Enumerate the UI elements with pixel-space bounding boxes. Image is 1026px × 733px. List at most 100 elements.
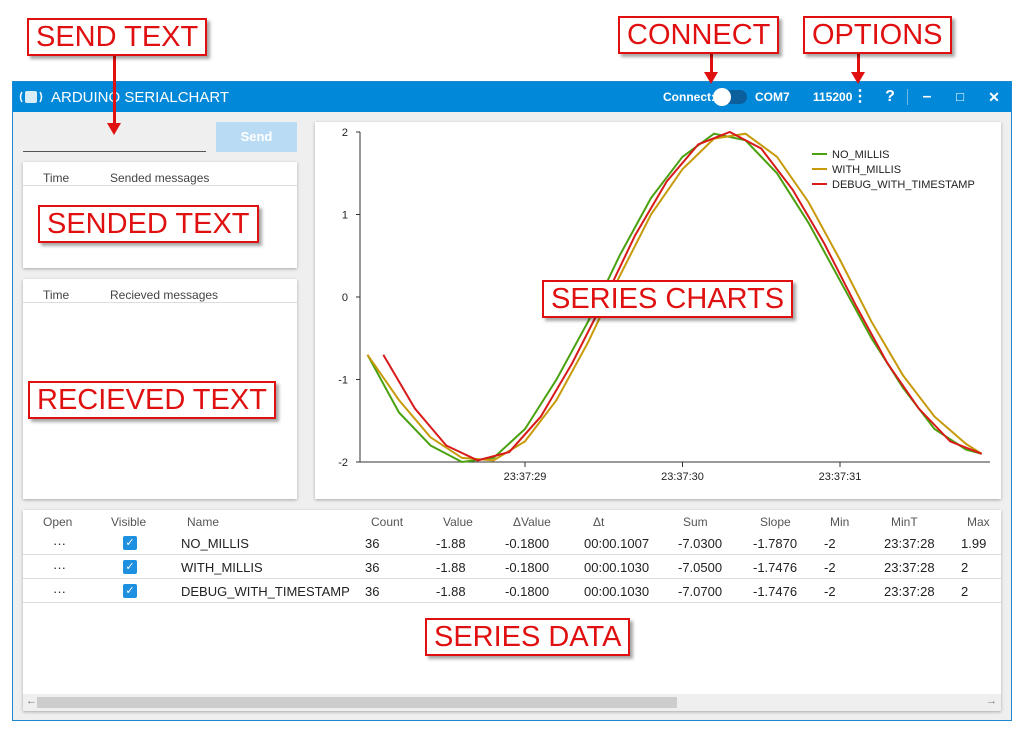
legend-label: DEBUG_WITH_TIMESTAMP <box>832 179 975 191</box>
title-bar: ARDUINO SERIALCHART Connect: COM7 115200… <box>13 82 1011 112</box>
visible-checkbox[interactable]: ✓ <box>123 560 137 574</box>
y-tick-label: 2 <box>342 127 348 139</box>
visible-checkbox[interactable]: ✓ <box>123 584 137 598</box>
y-tick-label: 1 <box>342 210 348 222</box>
row-count: 36 <box>365 536 380 551</box>
row-open-button[interactable]: ··· <box>53 560 66 575</box>
col-header-sum[interactable]: Sum <box>683 515 708 529</box>
row-sum: -7.0500 <box>678 560 723 575</box>
row-count: 36 <box>365 584 380 599</box>
y-tick-label: -1 <box>338 375 348 387</box>
legend-label: NO_MILLIS <box>832 149 889 161</box>
sended-messages-panel: Time Sended messages SENDED TEXT <box>23 162 297 268</box>
baud-rate[interactable]: 115200 <box>813 90 853 104</box>
row-dt: 00:00.1030 <box>584 560 650 575</box>
table-row[interactable]: ✓ ··· WITH_MILLIS 36 -1.88 -0.1800 00:00.1030 -… <box>23 555 1001 579</box>
row-sum: -7.0300 <box>678 536 723 551</box>
col-header-mint[interactable]: MinT <box>891 515 918 529</box>
send-text-input[interactable] <box>23 124 206 152</box>
col-header-visible[interactable]: Visible <box>111 515 147 529</box>
row-slope: -1.7476 <box>753 560 798 575</box>
maximize-icon[interactable]: □ <box>956 89 964 104</box>
sended-messages-header: Time Sended messages <box>23 162 297 186</box>
com-port[interactable]: COM7 <box>755 90 790 104</box>
received-messages-panel: Time Recieved messages RECIEVED TEXT <box>23 279 297 499</box>
y-tick-label: -2 <box>338 457 348 469</box>
options-menu-icon[interactable]: ⋮ <box>852 88 868 105</box>
row-value: -1.88 <box>436 536 466 551</box>
received-col-messages: Recieved messages <box>110 288 219 302</box>
row-name: DEBUG_WITH_TIMESTAMP <box>181 584 350 599</box>
connect-toggle[interactable] <box>713 88 747 106</box>
table-row[interactable]: ✓ ··· DEBUG_WITH_TIMESTAMP 36 -1.88 -0.1800 00… <box>23 579 1001 603</box>
send-button[interactable]: Send <box>216 122 297 152</box>
col-header-open[interactable]: Open <box>43 515 73 529</box>
callout-recieved-text: RECIEVED TEXT <box>28 381 276 419</box>
row-mint: 23:37:28 <box>884 560 935 575</box>
row-dt: 00:00.1007 <box>584 536 650 551</box>
row-open-button[interactable]: ··· <box>53 536 66 551</box>
callout-connect: CONNECT <box>618 16 780 54</box>
x-tick-label: 23:37:30 <box>661 471 704 483</box>
serial-chart-app-icon <box>19 91 43 103</box>
row-sum: -7.0700 <box>678 584 723 599</box>
titlebar-divider <box>907 89 908 105</box>
row-dvalue: -0.1800 <box>505 536 550 551</box>
series-line-chart: 2 1 0 -1 -2 23:37:29 23:37:30 23:37:31 NO_MILLIS… <box>338 127 990 483</box>
callout-arrow-options <box>851 52 865 84</box>
received-messages-header: Time Recieved messages <box>23 279 297 303</box>
row-value: -1.88 <box>436 560 466 575</box>
row-name: NO_MILLIS <box>181 536 249 551</box>
row-min: -2 <box>824 536 836 551</box>
app-title: ARDUINO SERIALCHART <box>51 89 230 106</box>
scrollbar-thumb[interactable] <box>37 697 677 708</box>
close-icon[interactable]: ✕ <box>988 89 1000 105</box>
row-slope: -1.7476 <box>753 584 798 599</box>
col-header-name[interactable]: Name <box>187 515 220 529</box>
col-header-min[interactable]: Min <box>830 515 850 529</box>
connect-label: Connect: <box>663 90 715 104</box>
scroll-right-icon[interactable]: → <box>986 695 997 707</box>
row-name: WITH_MILLIS <box>181 560 263 575</box>
row-slope: -1.7870 <box>753 536 798 551</box>
table-row[interactable]: ✓ ··· NO_MILLIS 36 -1.88 -0.1800 00:00.1007 -7.… <box>23 531 1001 555</box>
help-icon[interactable]: ? <box>885 88 895 105</box>
row-dvalue: -0.1800 <box>505 584 550 599</box>
callout-sended-text: SENDED TEXT <box>38 205 259 243</box>
col-header-dt[interactable]: Δt <box>593 515 605 529</box>
toggle-knob <box>713 88 731 106</box>
row-max: 2 <box>961 560 969 575</box>
col-header-slope[interactable]: Slope <box>760 515 791 529</box>
row-max: 1.99 <box>961 536 987 551</box>
callout-options: OPTIONS <box>803 16 952 54</box>
row-mint: 23:37:28 <box>884 536 935 551</box>
col-header-value[interactable]: Value <box>443 515 473 529</box>
callout-send-text: SEND TEXT <box>27 18 208 56</box>
received-col-time: Time <box>43 288 70 302</box>
y-tick-label: 0 <box>342 292 348 304</box>
row-value: -1.88 <box>436 584 466 599</box>
row-open-button[interactable]: ··· <box>53 584 66 599</box>
row-dvalue: -0.1800 <box>505 560 550 575</box>
row-count: 36 <box>365 560 380 575</box>
row-dt: 00:00.1030 <box>584 584 650 599</box>
x-tick-label: 23:37:31 <box>819 471 862 483</box>
callout-arrow-connect <box>704 52 718 84</box>
row-mint: 23:37:28 <box>884 584 935 599</box>
series-line-debug-with-timestamp <box>382 130 983 462</box>
series-data-table: Open Visible Name Count Value ΔValue Δt … <box>23 510 1001 711</box>
row-min: -2 <box>824 560 836 575</box>
visible-checkbox[interactable]: ✓ <box>123 536 137 550</box>
col-header-count[interactable]: Count <box>371 515 404 529</box>
x-tick-label: 23:37:29 <box>504 471 547 483</box>
scroll-left-icon[interactable]: ← <box>26 695 37 707</box>
col-header-dvalue[interactable]: ΔValue <box>513 515 551 529</box>
callout-series-data: SERIES DATA <box>425 618 631 656</box>
row-max: 2 <box>961 584 969 599</box>
callout-arrow-send <box>107 55 121 135</box>
legend-label: WITH_MILLIS <box>832 164 901 176</box>
horizontal-scrollbar[interactable]: ← → <box>23 694 1001 711</box>
minimize-icon[interactable]: – <box>922 88 932 105</box>
series-chart-panel: 2 1 0 -1 -2 23:37:29 23:37:30 23:37:31 NO_MILLIS… <box>315 122 1001 499</box>
col-header-max[interactable]: Max <box>967 515 990 529</box>
